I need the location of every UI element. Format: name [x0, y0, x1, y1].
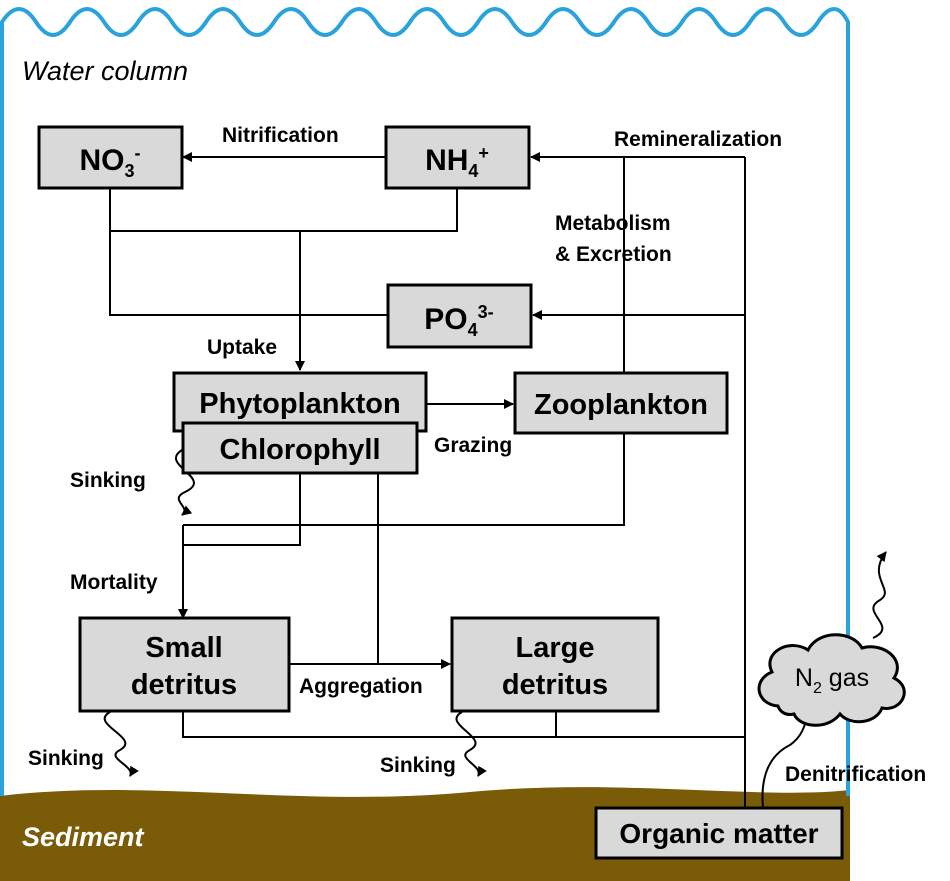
phyto-aggregation-line — [377, 473, 450, 665]
large-detritus-box: Large detritus — [450, 616, 660, 713]
phytoplankton-box: Phytoplankton — [172, 371, 428, 433]
svg-text:Phytoplankton: Phytoplankton — [199, 388, 400, 420]
sinking-label-small: Sinking — [28, 747, 104, 770]
excretion-label: & Excretion — [555, 243, 672, 266]
no3-po4-line — [109, 231, 388, 316]
denitrification-label: Denitrification — [785, 763, 926, 786]
svg-text:Large: Large — [516, 632, 595, 664]
sinking-small-detritus-arrow — [103, 711, 139, 777]
nh4-box: NH4+ — [384, 125, 531, 190]
sinking-large-detritus-arrow — [455, 711, 487, 777]
water-column-label: Water column — [22, 56, 188, 86]
svg-text:Chlorophyll: Chlorophyll — [219, 434, 380, 466]
remineralization-label: Remineralization — [614, 128, 782, 151]
nitrification-label: Nitrification — [222, 124, 339, 147]
svg-text:NO3-: NO3- — [79, 143, 140, 181]
no3-box: NO3- — [37, 125, 184, 190]
svg-text:detritus: detritus — [131, 669, 237, 701]
phyto-mortality-line — [183, 473, 301, 546]
uptake-label: Uptake — [207, 336, 277, 359]
metabolism-label: Metabolism — [555, 212, 671, 235]
denitrification-arrow — [761, 711, 812, 809]
organic-matter-box: Organic matter — [594, 806, 844, 860]
mortality-label: Mortality — [70, 571, 158, 594]
sinking-label-large: Sinking — [380, 754, 456, 777]
grazing-label: Grazing — [434, 434, 512, 457]
water-column-outline — [0, 7, 850, 796]
svg-text:Organic matter: Organic matter — [619, 818, 818, 849]
sinking-label-phyto: Sinking — [70, 469, 146, 492]
n2-gas-label: N2 gas — [795, 664, 869, 697]
svg-text:detritus: detritus — [502, 669, 608, 701]
no3-uptake-line — [109, 188, 458, 232]
detritus-remineralization-line — [182, 711, 745, 738]
svg-text:Small: Small — [145, 632, 222, 664]
svg-text:PO43-: PO43- — [424, 302, 493, 340]
n2-gas-cloud: N2 gas — [757, 633, 906, 727]
svg-text:NH4+: NH4+ — [425, 143, 489, 181]
zooplankton-box: Zooplankton — [513, 371, 729, 435]
sinking-phyto-arrow — [174, 449, 195, 516]
zoo-mortality-line — [183, 433, 625, 526]
chlorophyll-box: Chlorophyll — [181, 421, 419, 475]
po4-box: PO43- — [386, 283, 533, 349]
small-detritus-box: Small detritus — [78, 616, 291, 713]
sediment-label: Sediment — [22, 822, 145, 852]
n2-escape-arrow — [872, 551, 887, 639]
svg-text:Zooplankton: Zooplankton — [534, 389, 708, 421]
aggregation-label: Aggregation — [299, 675, 423, 698]
